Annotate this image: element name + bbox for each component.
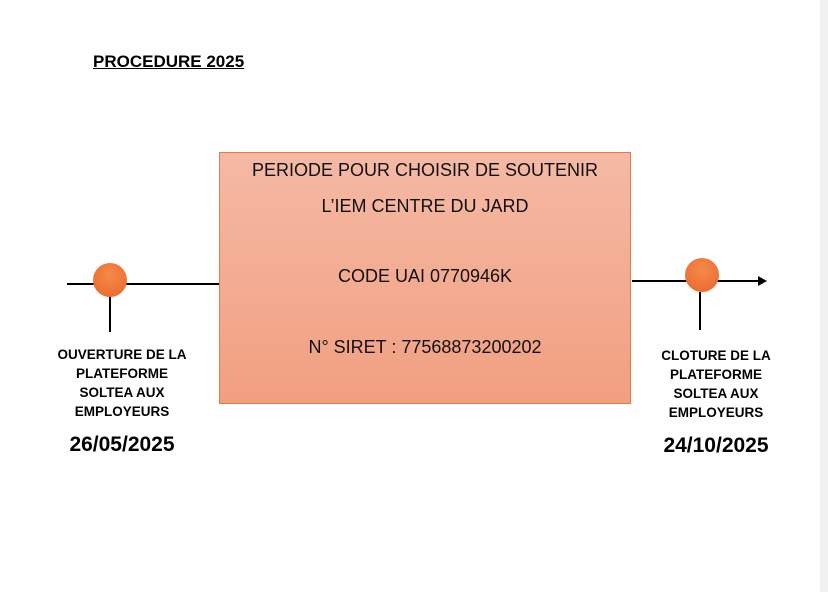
start-label: OUVERTURE DE LA PLATEFORME SOLTEA AUX EM… [37, 345, 207, 421]
start-date: 26/05/2025 [69, 433, 175, 456]
start-label-line: OUVERTURE DE LA [57, 347, 187, 362]
start-label-line: PLATEFORME [76, 366, 168, 381]
period-box: PERIODE POUR CHOISIR DE SOUTENIR L’IEM C… [219, 152, 631, 404]
page-title: PROCEDURE 2025 [93, 52, 245, 71]
end-label-line: EMPLOYEURS [668, 405, 764, 420]
uai-code: CODE UAI 0770946K [337, 266, 513, 286]
period-line1: PERIODE POUR CHOISIR DE SOUTENIR [251, 160, 599, 180]
end-label: CLOTURE DE LA PLATEFORME SOLTEA AUX EMPL… [631, 346, 801, 422]
end-tick [699, 292, 701, 330]
page-edge [820, 0, 828, 592]
end-milestone-dot [685, 258, 719, 292]
timeline-left [67, 283, 219, 285]
start-milestone-dot [93, 263, 127, 297]
end-label-line: CLOTURE DE LA [661, 348, 771, 363]
period-line2: L’IEM CENTRE DU JARD [321, 196, 529, 216]
end-label-line: SOLTEA AUX [673, 386, 759, 401]
start-tick [109, 296, 111, 332]
start-label-line: SOLTEA AUX [79, 385, 165, 400]
end-label-line: PLATEFORME [670, 367, 762, 382]
siret-number: N° SIRET : 77568873200202 [308, 337, 542, 357]
arrow-head-icon [758, 276, 767, 286]
start-label-line: EMPLOYEURS [74, 404, 170, 419]
end-date: 24/10/2025 [663, 434, 769, 457]
